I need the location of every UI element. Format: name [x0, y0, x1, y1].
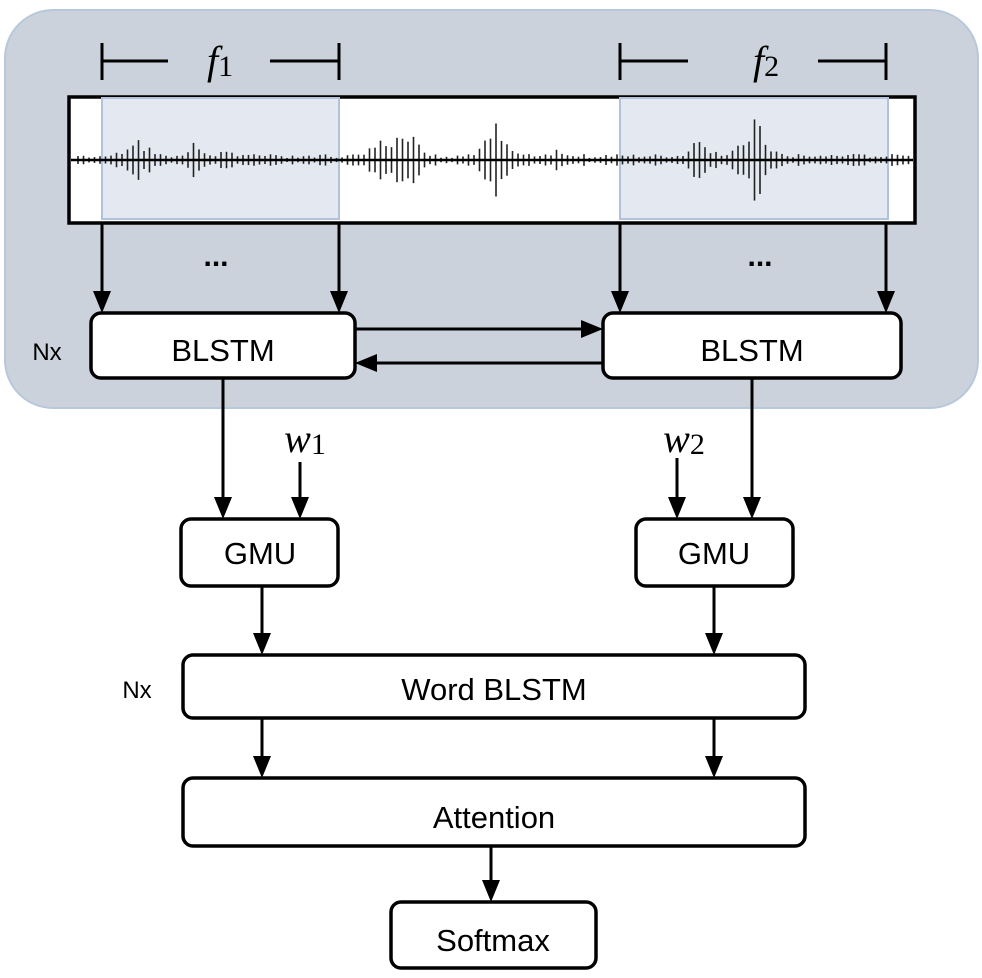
arrowhead-icon: [743, 497, 761, 519]
frame-2-bracket: [618, 43, 888, 80]
arrowhead-icon: [877, 291, 895, 313]
arrowhead-icon: [611, 291, 629, 313]
arrow-word-blstm-to-attention-right: [705, 718, 723, 778]
arrowhead-icon: [253, 756, 271, 778]
frame-2-label: f2: [753, 38, 779, 83]
gmu-1-label: GMU: [224, 536, 296, 571]
arrow-blstm1-to-gmu1: [214, 378, 232, 519]
arrowhead-icon: [705, 633, 723, 655]
arrow-gmu1-to-word-blstm: [253, 586, 271, 655]
arrow-w1-to-gmu1: [291, 462, 309, 519]
ellipsis-1: ...: [203, 240, 228, 273]
arrow-blstm1-to-blstm2: [355, 320, 603, 338]
word-blstm-label: Word BLSTM: [401, 672, 586, 707]
arrow-word-blstm-to-attention-left: [253, 718, 271, 778]
arrow-w2-to-gmu2: [668, 458, 686, 519]
ellipsis-2: ...: [747, 240, 772, 273]
arrow-frame1-left: [93, 223, 111, 313]
arrowhead-icon: [253, 633, 271, 655]
arrowhead-icon: [581, 320, 603, 338]
arrowhead-icon: [482, 880, 500, 902]
word-blstm-box: [181, 653, 807, 720]
arrow-gmu2-to-word-blstm: [705, 586, 723, 655]
arrow-attention-to-softmax: [482, 846, 500, 902]
arrow-frame2-right: [877, 223, 895, 313]
attention-label: Attention: [433, 800, 555, 835]
blstm-repeat-label: Nx: [32, 339, 61, 366]
softmax-label: Softmax: [436, 923, 550, 958]
arrow-blstm2-to-blstm1: [355, 354, 603, 372]
blstm-1-box: [89, 311, 357, 380]
arrowhead-icon: [668, 497, 686, 519]
attention-box: [181, 776, 807, 848]
arrowhead-icon: [355, 354, 377, 372]
arrow-frame2-left: [611, 223, 629, 313]
gmu-1-box: [179, 517, 340, 588]
arrow-frame1-right: [330, 223, 348, 313]
arrowhead-icon: [214, 497, 232, 519]
arrowhead-icon: [330, 291, 348, 313]
softmax-box: [389, 900, 598, 970]
gmu-2-box: [634, 517, 795, 588]
blstm-2-label: BLSTM: [700, 333, 803, 368]
word-1-label: w1: [284, 416, 326, 461]
frame-1-label: f1: [207, 38, 233, 83]
gmu-2-label: GMU: [678, 536, 750, 571]
word-2-label: w2: [663, 416, 705, 461]
blstm-2-box: [601, 311, 903, 380]
arrowhead-icon: [705, 756, 723, 778]
arrow-blstm2-to-gmu2: [743, 378, 761, 519]
arrows: [93, 223, 895, 902]
arrowhead-icon: [291, 497, 309, 519]
blstm-1-label: BLSTM: [171, 333, 274, 368]
arrowhead-icon: [93, 291, 111, 313]
word-blstm-repeat-label: Nx: [122, 677, 151, 704]
frame-1-bracket: [100, 43, 341, 80]
